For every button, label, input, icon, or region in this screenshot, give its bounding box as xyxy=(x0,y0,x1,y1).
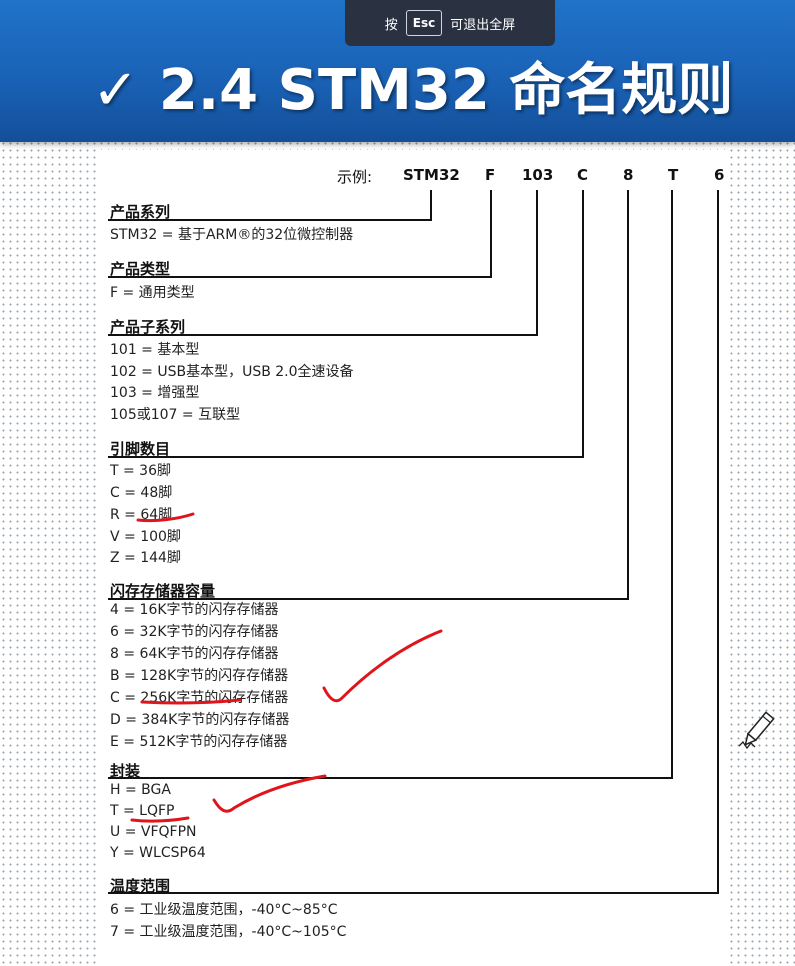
example-part-t: T xyxy=(668,166,679,184)
example-part-f: F xyxy=(485,166,496,184)
list-item: 6 = 32K字节的闪存存储器 xyxy=(110,624,279,640)
connector-subseries-v xyxy=(536,190,538,336)
connector-pins-h xyxy=(108,456,584,458)
heading-product-subseries: 产品子系列 xyxy=(110,318,186,336)
connector-type-v xyxy=(490,190,492,278)
connector-subseries-h xyxy=(108,334,538,336)
example-label: 示例: xyxy=(337,168,373,186)
list-item: F = 通用类型 xyxy=(110,285,195,301)
connector-series-h xyxy=(108,219,432,221)
list-item: C = 48脚 xyxy=(110,485,173,501)
list-item: V = 100脚 xyxy=(110,529,181,545)
connector-temp-v xyxy=(717,190,719,894)
list-item: B = 128K字节的闪存存储器 xyxy=(110,668,289,684)
connector-package-v xyxy=(671,190,673,779)
example-part-8: 8 xyxy=(623,166,634,184)
list-item: D = 384K字节的闪存存储器 xyxy=(110,712,290,728)
checkmark-package xyxy=(212,774,327,813)
connector-pins-v xyxy=(582,190,584,458)
list-item: E = 512K字节的闪存存储器 xyxy=(110,734,288,750)
slide-title-banner: ✓2.4 STM32 命名规则 xyxy=(0,0,795,142)
connector-package-h xyxy=(108,777,673,779)
list-item: 7 = 工业级温度范围，-40°C~105°C xyxy=(110,924,347,940)
heading-pin-count: 引脚数目 xyxy=(110,440,171,458)
example-part-c: C xyxy=(577,166,589,184)
slide-title: ✓2.4 STM32 命名规则 xyxy=(92,58,734,123)
connector-flash-v xyxy=(627,190,629,600)
connector-temp-h xyxy=(108,892,719,894)
list-item: Y = WLCSP64 xyxy=(110,845,206,861)
connector-series-v xyxy=(430,190,432,220)
list-item: U = VFQFPN xyxy=(110,824,197,840)
connector-flash-h xyxy=(108,598,629,600)
list-item: H = BGA xyxy=(110,782,171,798)
list-item: 101 = 基本型 xyxy=(110,342,200,358)
connector-type-h xyxy=(108,276,492,278)
pencil-cursor-icon xyxy=(738,711,775,750)
heading-product-type: 产品类型 xyxy=(110,260,171,278)
list-item: 6 = 工业级温度范围，-40°C~85°C xyxy=(110,902,338,918)
list-item: 102 = USB基本型，USB 2.0全速设备 xyxy=(110,364,354,380)
example-part-103: 103 xyxy=(522,166,554,184)
list-item: STM32 = 基于ARM®的32位微控制器 xyxy=(110,227,354,243)
example-part-stm32: STM32 xyxy=(403,166,460,184)
fullscreen-exit-hint: 按 Esc 可退出全屏 xyxy=(345,0,555,46)
example-row: 示例: STM32 F 103 C 8 T 6 xyxy=(337,166,737,188)
esc-key-badge: Esc xyxy=(405,10,443,36)
list-item: Z = 144脚 xyxy=(110,550,181,566)
underline-256k xyxy=(140,698,242,705)
underline-64pin xyxy=(136,512,195,523)
list-item: 4 = 16K字节的闪存存储器 xyxy=(110,602,279,618)
list-item: T = 36脚 xyxy=(110,463,171,479)
list-item: 8 = 64K字节的闪存存储器 xyxy=(110,646,279,662)
checkmark-flash xyxy=(322,629,443,703)
check-icon: ✓ xyxy=(92,58,139,123)
document-page xyxy=(100,150,730,966)
heading-temp-range: 温度范围 xyxy=(110,877,171,895)
heading-product-series: 产品系列 xyxy=(110,203,171,221)
list-item: 103 = 增强型 xyxy=(110,385,200,401)
list-item: 105或107 = 互联型 xyxy=(110,407,241,423)
underline-lqfp xyxy=(130,816,190,823)
example-part-6: 6 xyxy=(714,166,725,184)
heading-package: 封装 xyxy=(110,762,141,780)
list-item: T = LQFP xyxy=(110,803,175,819)
heading-flash-size: 闪存存储器容量 xyxy=(110,582,216,600)
